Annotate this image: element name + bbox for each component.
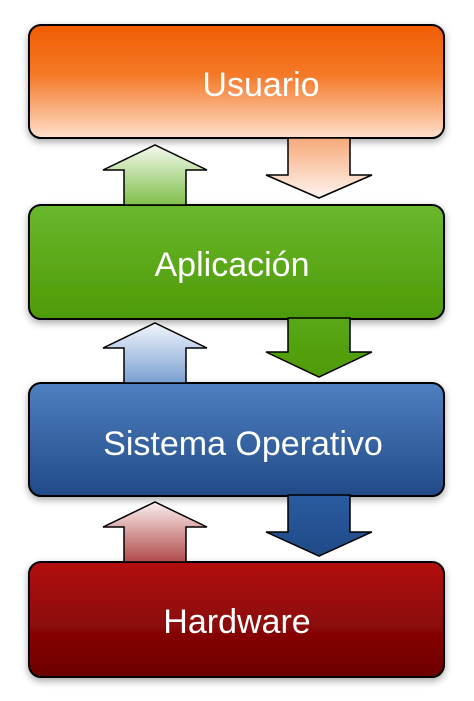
layer-box-sistema-operativo [28, 382, 445, 497]
up-arrow-hardware-so [102, 501, 208, 563]
down-arrow-usuario-aplicacion [265, 137, 373, 199]
layer-box-usuario [28, 24, 445, 139]
layer-label-aplicacion: Aplicación [155, 246, 310, 284]
layer-label-hardware: Hardware [163, 603, 310, 641]
down-arrow-so-hardware [265, 494, 373, 557]
up-arrow-aplicacion-usuario [102, 144, 208, 206]
layer-box-aplicacion [28, 204, 445, 320]
layer-box-hardware [28, 561, 445, 678]
layer-label-sistema-operativo: Sistema Operativo [103, 425, 383, 463]
up-arrow-so-aplicacion [102, 322, 208, 384]
down-arrow-aplicacion-so [265, 317, 373, 378]
layer-label-usuario: Usuario [202, 66, 319, 104]
